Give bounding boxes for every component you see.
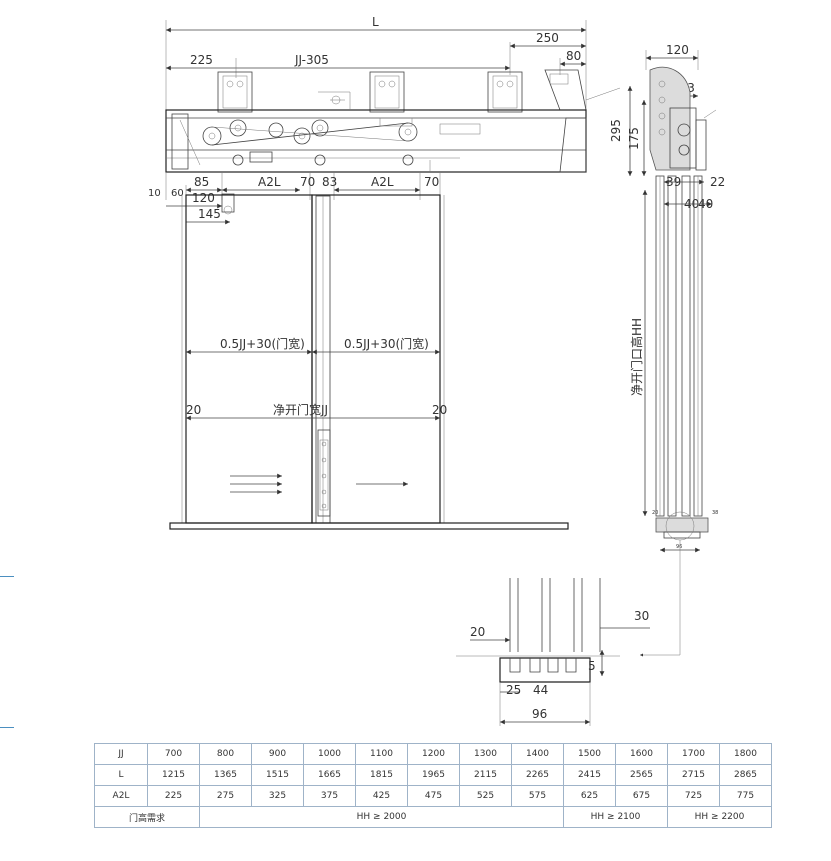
cell: 1800 bbox=[719, 743, 772, 765]
dim-jj-305: JJ-305 bbox=[294, 53, 329, 67]
dim-120-side: 120 bbox=[666, 43, 689, 57]
side-dim-20: 20 bbox=[652, 510, 658, 516]
cell: 475 bbox=[407, 785, 460, 807]
hh-2000: HH ≥ 2000 bbox=[199, 806, 564, 828]
dim-80: 80 bbox=[566, 49, 581, 63]
cell: 1365 bbox=[199, 764, 252, 786]
dim-120-low: 120 bbox=[192, 191, 215, 205]
cell: 2865 bbox=[719, 764, 772, 786]
door-height-label: 门高需求 bbox=[94, 806, 200, 828]
dim-a2l-left: A2L bbox=[258, 175, 281, 189]
dim-85-left: 85 bbox=[194, 175, 209, 189]
dim-145: 145 bbox=[198, 207, 221, 221]
opening-arrows bbox=[230, 473, 408, 495]
cell: 325 bbox=[251, 785, 304, 807]
hh-2100: HH ≥ 2100 bbox=[563, 806, 668, 828]
dim-22: 22 bbox=[710, 175, 725, 189]
sill-detail: 20 30 5 25 44 96 bbox=[456, 578, 650, 726]
detail-dim-96: 96 bbox=[532, 707, 547, 721]
door-operator-drawing: L 225 JJ-305 250 80 bbox=[148, 15, 725, 726]
cell: 525 bbox=[459, 785, 512, 807]
cell: 375 bbox=[303, 785, 356, 807]
cell: 2415 bbox=[563, 764, 616, 786]
cell: 1100 bbox=[355, 743, 408, 765]
edge-mark-top bbox=[0, 576, 14, 577]
cell: 1200 bbox=[407, 743, 460, 765]
cell: L bbox=[94, 764, 148, 786]
side-dim-38: 38 bbox=[712, 510, 718, 516]
cell: 900 bbox=[251, 743, 304, 765]
cell: A2L bbox=[94, 785, 148, 807]
dim-225: 225 bbox=[190, 53, 213, 67]
cell: 775 bbox=[719, 785, 772, 807]
cell: 2715 bbox=[667, 764, 720, 786]
cell: 1965 bbox=[407, 764, 460, 786]
cell: 1700 bbox=[667, 743, 720, 765]
front-view: L 225 JJ-305 250 80 bbox=[148, 15, 621, 530]
dim-83: 83 bbox=[322, 175, 337, 189]
cell: 1500 bbox=[563, 743, 616, 765]
dim-10: 10 bbox=[148, 188, 161, 199]
cell: 1815 bbox=[355, 764, 408, 786]
hanger-brackets bbox=[217, 69, 621, 113]
dim-20-left: 20 bbox=[186, 403, 201, 417]
cell: 1400 bbox=[511, 743, 564, 765]
dim-70-right: 70 bbox=[424, 175, 439, 189]
cell: 1300 bbox=[459, 743, 512, 765]
cell: 2565 bbox=[615, 764, 668, 786]
table-row-a2l: A2L 225 275 325 375 425 475 525 575 625 … bbox=[94, 785, 772, 807]
cell: 425 bbox=[355, 785, 408, 807]
table-row-l: L 1215 1365 1515 1665 1815 1965 2115 226… bbox=[94, 764, 772, 786]
dim-clear-height: 净开门口高HH bbox=[629, 318, 644, 396]
cell: 1215 bbox=[147, 764, 200, 786]
hh-2200: HH ≥ 2200 bbox=[667, 806, 772, 828]
dim-295: 295 bbox=[609, 119, 623, 142]
table-row-jj: JJ 700 800 900 1000 1100 1200 1300 1400 … bbox=[94, 743, 772, 765]
detail-dim-5: 5 bbox=[588, 659, 596, 673]
cell: 1000 bbox=[303, 743, 356, 765]
cell: 1600 bbox=[615, 743, 668, 765]
table-row-door-height: 门高需求 HH ≥ 2000 HH ≥ 2100 HH ≥ 2200 bbox=[94, 806, 772, 828]
dim-a2l-right: A2L bbox=[371, 175, 394, 189]
side-dim-96: 96 bbox=[676, 544, 682, 550]
cell: 1665 bbox=[303, 764, 356, 786]
dim-clear-width: 净开门宽JJ bbox=[273, 402, 328, 417]
cell: 2115 bbox=[459, 764, 512, 786]
dim-60: 60 bbox=[171, 188, 184, 199]
cell: 725 bbox=[667, 785, 720, 807]
door-panels bbox=[169, 194, 569, 530]
detail-dim-44: 44 bbox=[533, 683, 548, 697]
dim-20-right: 20 bbox=[432, 403, 447, 417]
door-header bbox=[165, 91, 587, 173]
cell: 275 bbox=[199, 785, 252, 807]
spec-table: JJ 700 800 900 1000 1100 1200 1300 1400 … bbox=[94, 743, 772, 828]
cell: 225 bbox=[147, 785, 200, 807]
cell: 800 bbox=[199, 743, 252, 765]
cell: JJ bbox=[94, 743, 148, 765]
detail-dim-20: 20 bbox=[470, 625, 485, 639]
cell: 675 bbox=[615, 785, 668, 807]
cell: 700 bbox=[147, 743, 200, 765]
cell: 2265 bbox=[511, 764, 564, 786]
dim-70-mid: 70 bbox=[300, 175, 315, 189]
dim-L: L bbox=[372, 15, 379, 29]
edge-mark-bottom bbox=[0, 727, 14, 728]
dim-175: 175 bbox=[627, 127, 641, 150]
detail-dim-25: 25 bbox=[506, 683, 521, 697]
cell: 575 bbox=[511, 785, 564, 807]
cell: 1515 bbox=[251, 764, 304, 786]
detail-dim-30: 30 bbox=[634, 609, 649, 623]
dim-half-right: 0.5JJ+30(门宽) bbox=[344, 336, 429, 351]
side-view: 120 103 295 175 39 22 40 40 净开门口高HH bbox=[609, 43, 725, 657]
dim-250: 250 bbox=[536, 31, 559, 45]
cell: 625 bbox=[563, 785, 616, 807]
dim-half-left: 0.5JJ+30(门宽) bbox=[220, 336, 305, 351]
